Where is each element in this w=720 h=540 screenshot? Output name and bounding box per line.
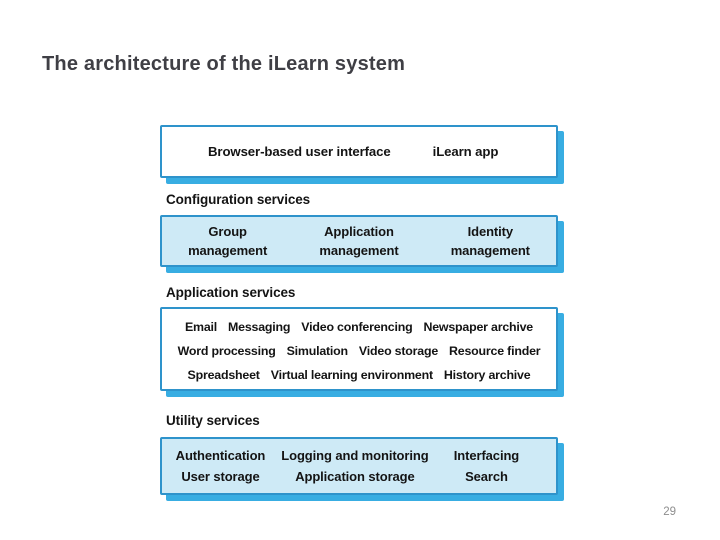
utility-search: Search <box>465 469 508 484</box>
app-service-messaging: Messaging <box>228 320 291 334</box>
app-service-history-archive: History archive <box>443 368 531 382</box>
config-item-application-management: Application management <box>293 222 424 260</box>
ui-layer-item-browser: Browser-based user interface <box>208 144 391 159</box>
config-item-group-management: Group management <box>162 222 293 260</box>
app-service-simulation: Simulation <box>286 344 349 358</box>
utility-services-row: User storage Application storage Search <box>162 466 542 487</box>
app-service-video-storage: Video storage <box>358 344 439 358</box>
page-number: 29 <box>663 506 676 518</box>
configuration-services-box: Group management Application management … <box>160 215 558 267</box>
config-item-line: management <box>450 243 530 258</box>
page-title: The architecture of the iLearn system <box>42 53 406 75</box>
config-item-identity-management: Identity management <box>425 222 556 260</box>
app-service-virtual-learning-environment: Virtual learning environment <box>270 368 433 382</box>
ui-layer-box: Browser-based user interface iLearn app <box>160 125 558 178</box>
architecture-diagram: Browser-based user interface iLearn app … <box>160 125 558 507</box>
utility-application-storage: Application storage <box>295 469 415 484</box>
app-service-spreadsheet: Spreadsheet <box>187 368 260 382</box>
application-services-row: Word processing Simulation Video storage… <box>162 339 556 363</box>
utility-services-row: Authentication Logging and monitoring In… <box>162 445 542 466</box>
configuration-services-label: Configuration services <box>166 192 311 207</box>
utility-services-label: Utility services <box>166 413 260 428</box>
application-services-box: Email Messaging Video conferencing Newsp… <box>160 307 558 391</box>
utility-user-storage: User storage <box>181 469 260 484</box>
app-service-email: Email <box>184 320 218 334</box>
application-services-row: Email Messaging Video conferencing Newsp… <box>162 315 556 339</box>
utility-interfacing: Interfacing <box>453 448 520 463</box>
config-item-line: Identity <box>467 224 514 239</box>
utility-authentication: Authentication <box>175 448 266 463</box>
config-item-line: Application <box>324 224 394 239</box>
application-services-label: Application services <box>166 285 296 300</box>
app-service-resource-finder: Resource finder <box>449 344 541 358</box>
utility-logging-and-monitoring: Logging and monitoring <box>281 448 429 463</box>
application-services-row: Spreadsheet Virtual learning environment… <box>162 363 556 387</box>
config-item-line: management <box>319 243 399 258</box>
app-service-video-conferencing: Video conferencing <box>301 320 413 334</box>
utility-services-box: Authentication Logging and monitoring In… <box>160 437 558 495</box>
app-service-newspaper-archive: Newspaper archive <box>423 320 534 334</box>
config-item-line: management <box>188 243 268 258</box>
app-service-word-processing: Word processing <box>177 344 276 358</box>
ui-layer-item-app: iLearn app <box>432 144 499 159</box>
config-item-line: Group <box>208 224 247 239</box>
